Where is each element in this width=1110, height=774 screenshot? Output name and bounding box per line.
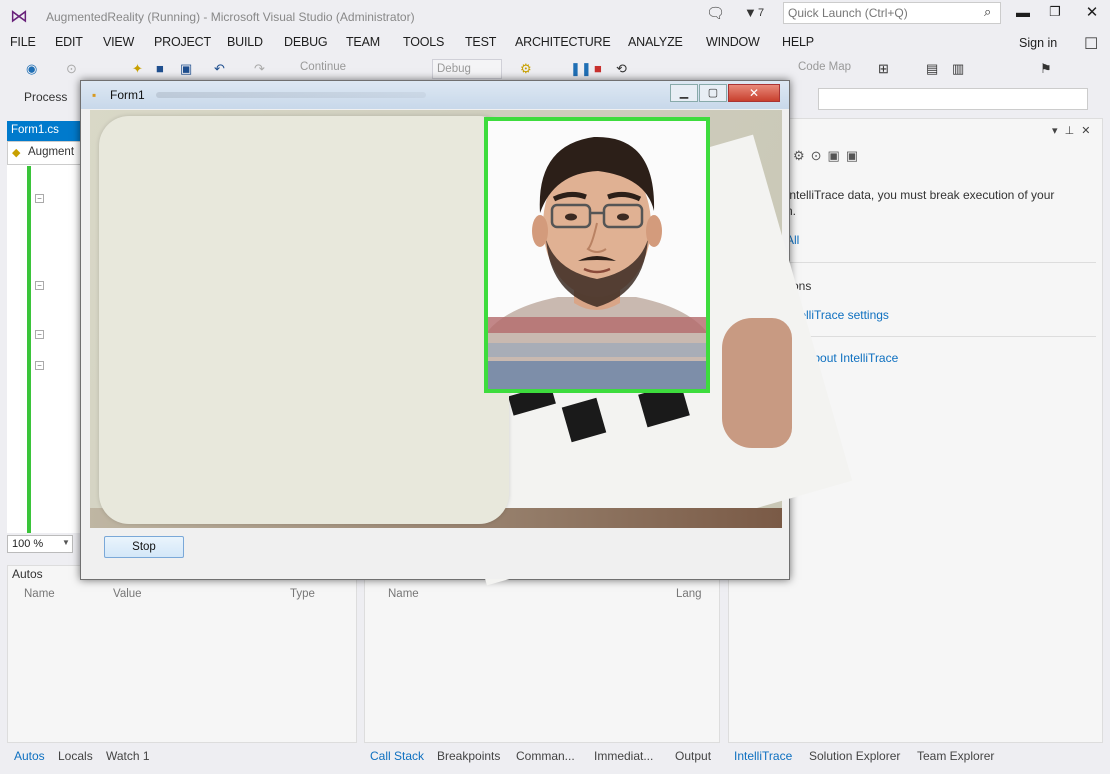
menu-file[interactable]: FILE [10,35,36,49]
window-title: AugmentedReality (Running) - Microsoft V… [46,10,415,24]
find-icon[interactable]: ⊞ [878,61,889,76]
menu-tools[interactable]: TOOLS [403,35,445,49]
column-header-value[interactable]: Value [113,588,142,600]
tab-locals[interactable]: Locals [58,749,93,763]
close-button[interactable]: ✕ [1085,4,1099,21]
back-icon[interactable]: ◉ [26,61,38,76]
class-icon: ◆ [12,147,21,159]
filter-icon[interactable]: ▼ [744,5,757,20]
pause-icon[interactable]: ❚❚ [570,61,592,76]
tab-immediate[interactable]: Immediat... [594,749,654,763]
form-icon: ▪ [92,88,97,102]
forward-icon[interactable]: ⊙ [66,61,77,76]
tab-output[interactable]: Output [675,749,712,763]
autos-title: Autos [12,567,43,581]
tab-intellitrace[interactable]: IntelliTrace [734,749,793,763]
overlay-panel [99,116,509,524]
menu-edit[interactable]: EDIT [55,35,83,49]
menu-test[interactable]: TEST [465,35,497,49]
redo-icon[interactable]: ↷ [254,61,265,76]
blurred-title-text [156,92,426,98]
menu-bar: FILE EDIT VIEW PROJECT BUILD DEBUG TEAM … [0,32,1110,56]
tab-solution-explorer[interactable]: Solution Explorer [809,749,901,763]
navigation-bar-text: Augment [28,146,75,158]
form1-minimize-button[interactable]: ▁ [670,84,698,102]
menu-project[interactable]: PROJECT [154,35,211,49]
change-tracking-bar [27,166,31,533]
menu-window[interactable]: WINDOW [706,35,760,49]
tab-breakpoints[interactable]: Breakpoints [437,749,501,763]
visual-studio-logo-icon: ⋈ [10,6,28,26]
fold-toggle-icon[interactable]: − [35,330,44,339]
save-all-icon[interactable]: ▣ [180,61,193,76]
form1-maximize-button[interactable]: ▢ [699,84,727,102]
divider [780,336,1096,337]
form1-close-button[interactable]: ✕ [728,84,780,102]
intellitrace-message: IntelliTrace data, you must break execut… [786,187,1086,219]
menu-help[interactable]: HELP [782,35,814,49]
tab-team-explorer[interactable]: Team Explorer [917,749,995,763]
column-header-name[interactable]: Name [24,588,55,600]
fold-toggle-icon[interactable]: − [35,361,44,370]
tab-watch-1[interactable]: Watch 1 [106,749,150,763]
stop-icon[interactable]: ■ [594,61,602,76]
zoom-combo[interactable]: 100 % [7,535,73,553]
column-header-type[interactable]: Type [290,588,315,600]
feedback-icon[interactable]: ☐ [1084,36,1099,53]
code-map-button[interactable]: Code Map [798,61,852,73]
solution-config-combo[interactable]: Debug [432,59,502,79]
menu-build[interactable]: BUILD [227,35,263,49]
column-header-name[interactable]: Name [388,588,419,600]
thread-combo[interactable] [818,88,1088,110]
menu-analyze[interactable]: ANALYZE [628,35,683,49]
new-project-icon[interactable]: ✦ [132,61,143,76]
code-editor[interactable] [7,165,87,533]
intellitrace-toolbar-icons[interactable]: ⚙⊙▣▣ [793,148,865,163]
navigation-bar[interactable] [7,141,87,165]
attach-icon[interactable]: ⚙ [520,61,532,76]
divider [780,262,1096,263]
menu-architecture[interactable]: ARCHITECTURE [515,35,611,49]
intellitrace-message-line2: n. [786,204,797,218]
intellitrace-settings-link[interactable]: IntelliTrace settings [786,308,889,322]
fold-toggle-icon[interactable]: − [35,281,44,290]
tab-call-stack[interactable]: Call Stack [370,749,425,763]
tab-autos[interactable]: Autos [14,749,45,763]
quick-launch-input[interactable]: Quick Launch (Ctrl+Q) [783,2,1001,24]
save-icon[interactable]: ■ [156,61,164,76]
tab-form1-cs[interactable]: Form1.cs [7,121,83,141]
intellitrace-message-line1: IntelliTrace data, you must break execut… [786,188,1055,202]
portrait-illustration [488,136,706,389]
properties-icon[interactable]: ▥ [952,61,965,76]
form1-title: Form1 [110,88,145,102]
process-label: Process [24,90,68,104]
restore-button[interactable]: ❐ [1049,4,1061,19]
filter-count: 7 [758,7,765,19]
pane-pin-icon[interactable]: ▾ ⊥ ✕ [1052,125,1093,137]
stop-button[interactable]: Stop [104,536,184,558]
notification-icon[interactable]: 🗨 [706,5,726,22]
hand [722,318,792,448]
continue-button[interactable]: Continue [300,61,347,73]
bookmark-icon[interactable]: ⚑ [1040,61,1052,76]
sign-in-link[interactable]: Sign in [1019,36,1058,50]
restart-icon[interactable]: ⟲ [616,61,627,76]
column-header-lang[interactable]: Lang [676,588,702,600]
menu-view[interactable]: VIEW [103,35,135,49]
undo-icon[interactable]: ↶ [214,61,225,76]
fold-toggle-icon[interactable]: − [35,194,44,203]
solution-icon[interactable]: ▤ [926,61,939,76]
chevron-down-icon[interactable]: ▼ [62,538,70,547]
form1-button-strip [81,528,789,579]
tab-command[interactable]: Comman... [516,749,575,763]
ar-portrait-frame [484,117,710,393]
menu-debug[interactable]: DEBUG [284,35,328,49]
menu-team[interactable]: TEAM [346,35,380,49]
minimize-button[interactable]: ▬ [1016,4,1030,20]
search-icon[interactable]: ⌕ [984,4,992,19]
standard-toolbar: ◉ ⊙ ✦ ■ ▣ ↶ ↷ Continue Debug ⚙ ❚❚ ■ ⟲ Co… [0,56,1110,84]
